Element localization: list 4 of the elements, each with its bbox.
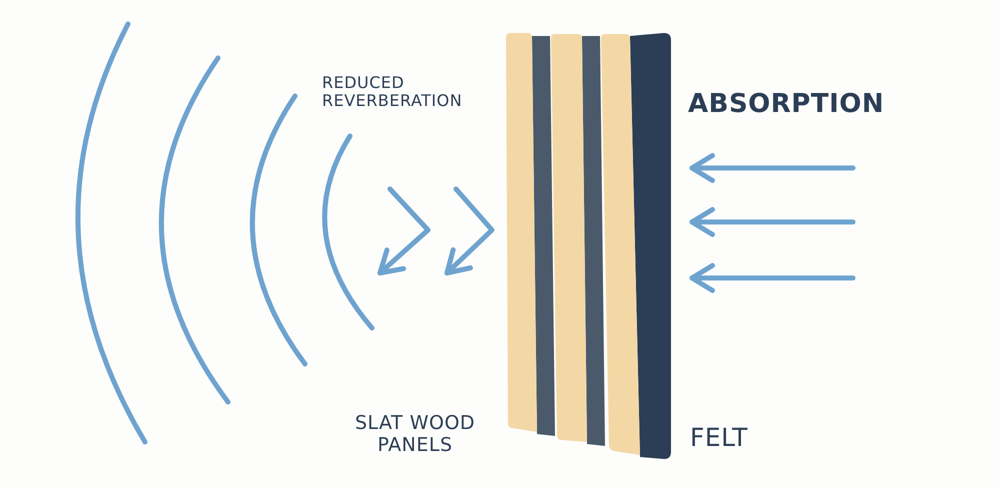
reverberation-label: REDUCED REVERBERATION [322, 74, 464, 111]
absorption-heading: ABSORPTION [688, 90, 884, 120]
panels-label: SLAT WOOD PANELS [354, 413, 476, 457]
felt-label: FELT [690, 424, 748, 453]
